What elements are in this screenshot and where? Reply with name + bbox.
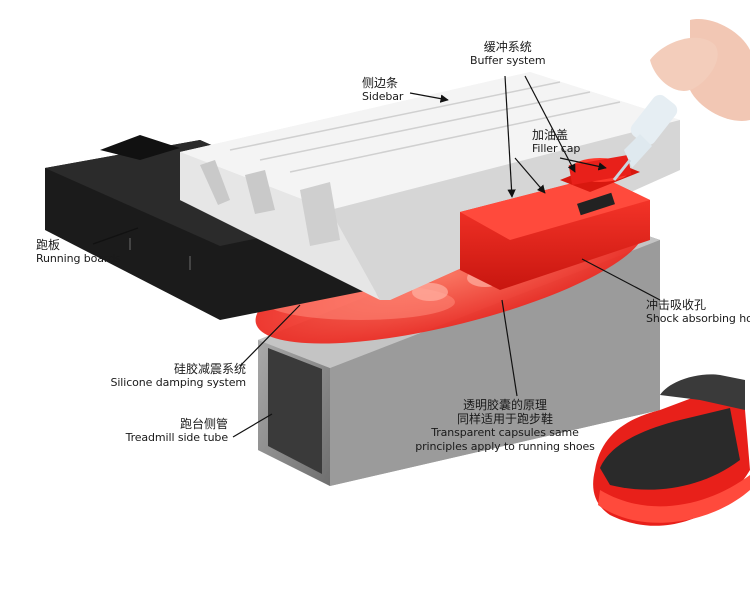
- label-transparent-capsules-zh1: 透明胶囊的原理: [462, 398, 547, 412]
- label-treadmill-side-tube-zh: 跑台侧管: [179, 417, 228, 431]
- label-filler-cap: 加油盖 Filler cap: [532, 128, 580, 156]
- label-sidebar: 侧边条 Sidebar: [362, 76, 403, 104]
- label-transparent-capsules-en1: Transparent capsules same: [431, 426, 579, 439]
- label-transparent-capsules-zh2: 同样适用于跑步鞋: [456, 412, 553, 426]
- label-transparent-capsules-en2: principles apply to running shoes: [415, 440, 595, 453]
- label-filler-cap-zh: 加油盖: [532, 128, 569, 142]
- label-buffer-system: 缓冲系统 Buffer system: [470, 40, 546, 68]
- label-treadmill-side-tube: 跑台侧管 Treadmill side tube: [116, 417, 229, 445]
- label-running-boards-zh: 跑板: [36, 238, 61, 252]
- label-silicone-damping: 硅胶减震系统 Silicone damping system: [96, 362, 246, 390]
- label-buffer-system-en: Buffer system: [470, 54, 546, 67]
- label-buffer-system-zh: 缓冲系统: [483, 40, 532, 54]
- label-filler-cap-en: Filler cap: [532, 142, 581, 155]
- label-shock-absorbing-hole: 冲击吸收孔 Shock absorbing ho: [646, 298, 750, 326]
- label-running-boards: 跑板 Running boards: [36, 238, 121, 266]
- label-transparent-capsules: 透明胶囊的原理 同样适用于跑步鞋 Transparent capsules sa…: [402, 398, 608, 454]
- hand-dropper-icon: [612, 19, 750, 181]
- label-running-boards-en: Running boards: [36, 252, 121, 265]
- label-shock-absorbing-hole-en: Shock absorbing ho: [646, 312, 750, 325]
- label-treadmill-side-tube-en: Treadmill side tube: [125, 431, 229, 444]
- label-sidebar-en: Sidebar: [362, 90, 404, 103]
- label-sidebar-zh: 侧边条: [362, 76, 399, 90]
- running-shoe-icon: [593, 374, 750, 526]
- label-silicone-damping-zh: 硅胶减震系统: [173, 362, 246, 376]
- leader-lines: [92, 75, 661, 438]
- label-silicone-damping-en: Silicone damping system: [110, 376, 246, 389]
- label-shock-absorbing-hole-zh: 冲击吸收孔: [646, 298, 707, 312]
